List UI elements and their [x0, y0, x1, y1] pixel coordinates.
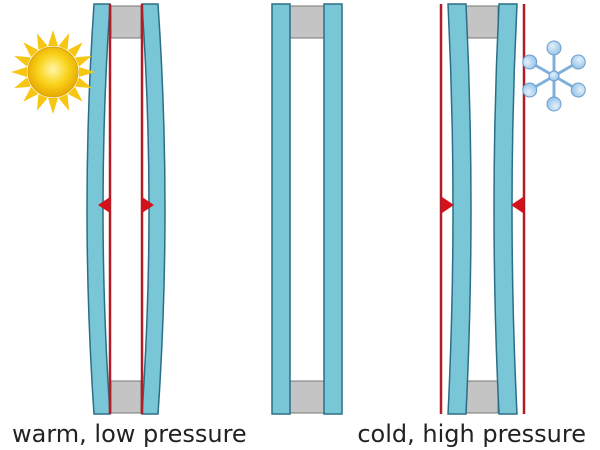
spacer-top — [110, 5, 142, 39]
glass-pane-left — [271, 3, 291, 415]
glass-pane-right — [323, 3, 343, 415]
caption-warm-low-pressure: warm, low pressure — [12, 420, 247, 448]
spacer-top — [289, 5, 325, 39]
deflection-arrow-left — [98, 197, 110, 213]
caption-cold-high-pressure: cold, high pressure — [357, 420, 586, 448]
cold-unit — [439, 3, 526, 415]
sun-icon — [11, 30, 95, 114]
deflection-arrow-right — [142, 197, 154, 213]
warm-unit — [86, 3, 166, 415]
spacer-top — [465, 5, 499, 39]
spacer-bottom — [465, 380, 499, 414]
glass-pane-right — [141, 3, 166, 415]
glass-pane-right — [493, 3, 518, 415]
spacer-bottom — [289, 380, 325, 414]
neutral-unit — [271, 3, 343, 415]
snowflake-icon — [522, 40, 586, 112]
deflection-arrow-right — [511, 197, 523, 213]
spacer-bottom — [110, 380, 142, 414]
deflection-arrow-left — [442, 197, 454, 213]
glass-pane-left — [447, 3, 472, 415]
